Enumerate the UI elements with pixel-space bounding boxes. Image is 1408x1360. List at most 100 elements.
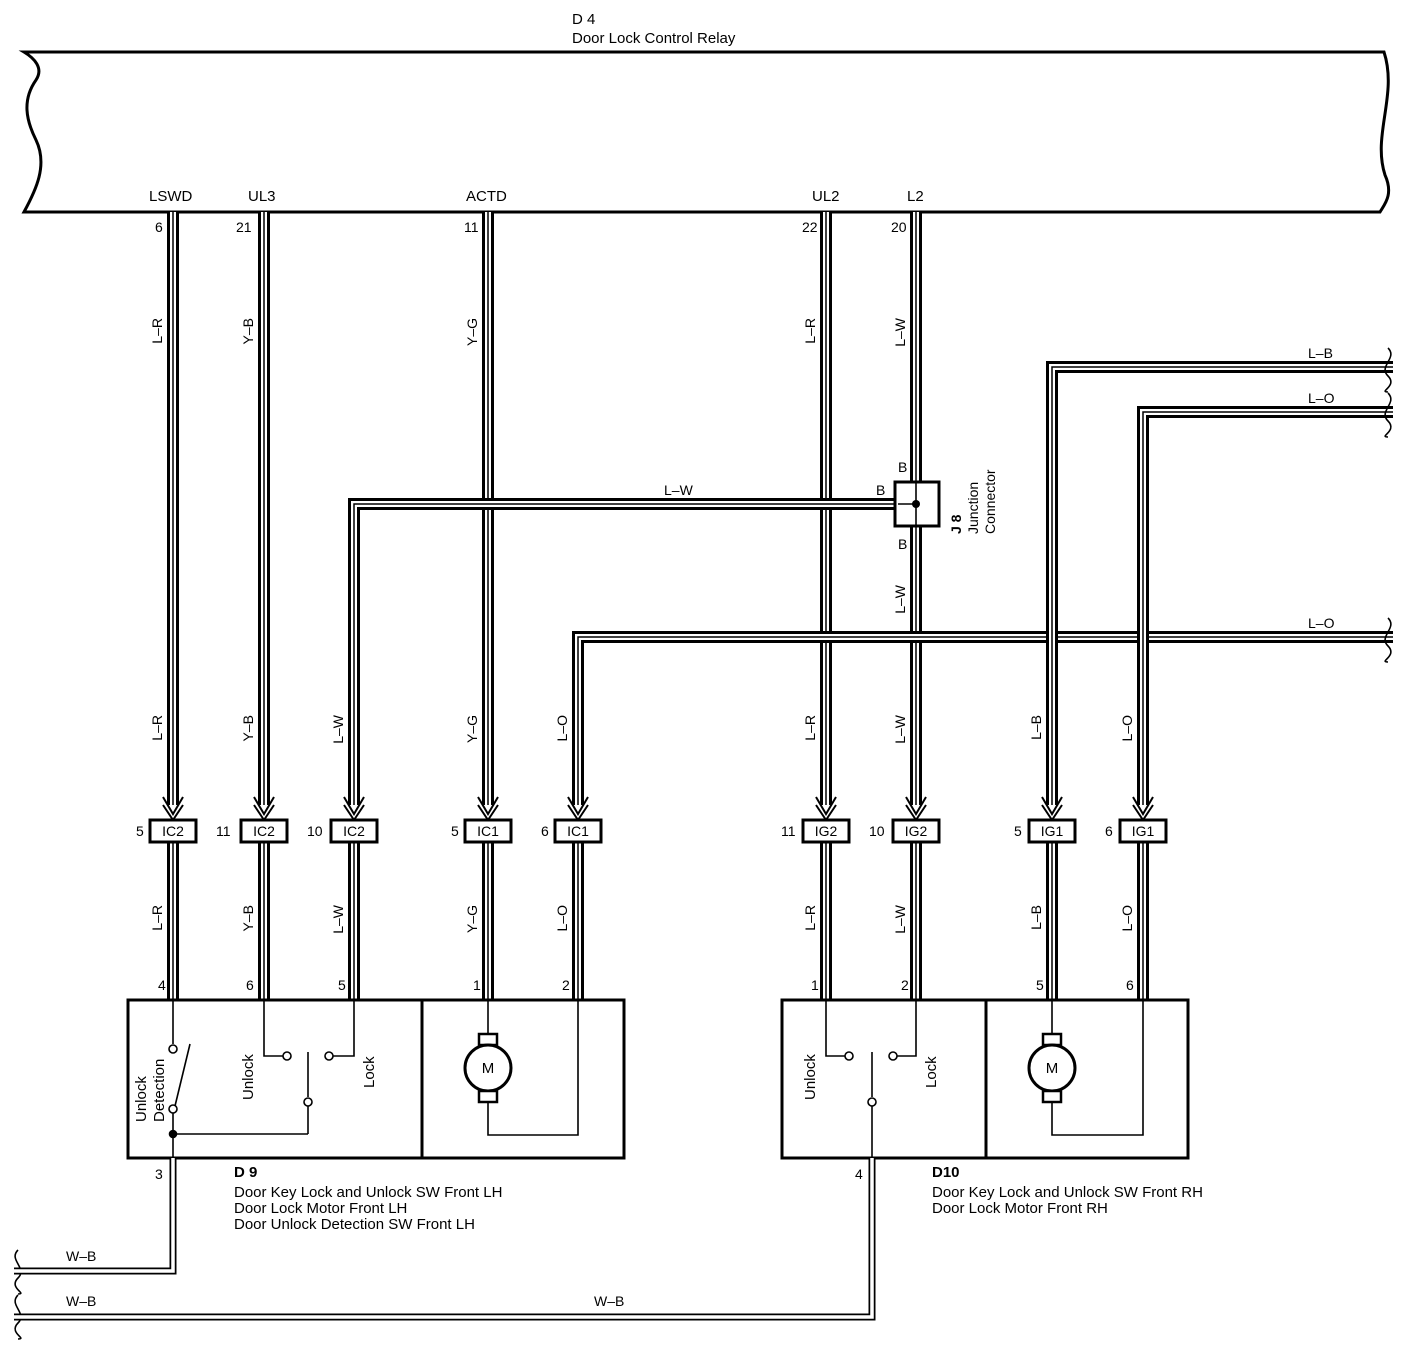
d9-pin-5: 5 bbox=[338, 977, 346, 993]
connector-pin: 10 bbox=[869, 823, 885, 839]
signal-l2: L2 bbox=[907, 188, 924, 205]
junction-pin-left: B bbox=[876, 482, 885, 498]
d10-motor-body bbox=[984, 998, 1190, 1160]
connector-pin: 11 bbox=[216, 823, 231, 839]
wire-label-c6-in: L–R bbox=[802, 715, 818, 741]
wire-lo-mid bbox=[567, 631, 1393, 822]
wire-label-c4-in: Y–G bbox=[464, 715, 480, 743]
d9-switch-body bbox=[126, 998, 424, 1160]
d9-detection-switch bbox=[168, 1000, 308, 1160]
connector-name: IG1 bbox=[1041, 823, 1064, 839]
junction-node bbox=[912, 500, 920, 508]
connector-pin: 11 bbox=[781, 823, 796, 839]
connector-pin: 10 bbox=[307, 823, 323, 839]
wire-label-c4-out: Y–G bbox=[464, 905, 480, 933]
wire-lo-top bbox=[1132, 406, 1393, 822]
connector-ic1-6: IC1 6 bbox=[541, 818, 603, 844]
wire-actd bbox=[477, 212, 499, 822]
wire-lw-branch bbox=[343, 498, 898, 822]
connector-ig1-5: IG1 5 bbox=[1014, 818, 1077, 844]
d10-pin-6: 6 bbox=[1126, 977, 1134, 993]
wire-label-lo-offpage-mid: L–O bbox=[1308, 615, 1335, 631]
d10-switch-body bbox=[780, 998, 988, 1160]
ground-wire-label-lower-mid: W–B bbox=[594, 1293, 624, 1309]
wire-ul2 bbox=[815, 212, 837, 822]
wire-label-c5-out: L–O bbox=[554, 905, 570, 932]
connector-name: IG2 bbox=[905, 823, 928, 839]
wire-label-c2-out: Y–B bbox=[240, 905, 256, 931]
relay-pin-lswd: 6 bbox=[155, 219, 163, 235]
wire-labels-above-connectors: L–R Y–B L–W Y–G L–O L–R L–W L–B L–O bbox=[149, 714, 1135, 744]
wire-label-lb-offpage: L–B bbox=[1308, 345, 1333, 361]
connector-ic2-5: IC2 5 bbox=[136, 818, 198, 844]
d10-code: D10 bbox=[932, 1164, 960, 1181]
wire-label-ul3-top: Y–B bbox=[240, 318, 256, 344]
d10-motor-label: M bbox=[1046, 1060, 1059, 1077]
d10-pin-2: 2 bbox=[901, 977, 909, 993]
d9-line-2: Door Lock Motor Front LH bbox=[234, 1200, 407, 1217]
junction-name-2: Connector bbox=[982, 469, 998, 534]
d10-lock-label: Lock bbox=[923, 1056, 940, 1088]
relay-code: D 4 bbox=[572, 11, 595, 28]
connector-ic2-11: IC2 11 bbox=[216, 818, 289, 844]
wire-label-c8-in: L–B bbox=[1028, 715, 1044, 740]
connector-ic1-5: IC1 5 bbox=[451, 818, 513, 844]
junction-connector-j8: B B B J 8 Junction Connector bbox=[876, 459, 998, 552]
d9-ground-pin: 3 bbox=[155, 1166, 163, 1182]
connector-pin: 5 bbox=[136, 823, 144, 839]
d9-pin-2: 2 bbox=[562, 977, 570, 993]
wire-labels-below-connectors: L–R Y–B L–W Y–G L–O L–R L–W L–B L–O bbox=[149, 904, 1135, 934]
relay-pin-ul3: 21 bbox=[236, 219, 252, 235]
junction-pin-bottom: B bbox=[898, 536, 907, 552]
d10-lock-unlock-switch bbox=[825, 1000, 917, 1160]
wire-label-c9-in: L–O bbox=[1119, 715, 1135, 742]
wire-label-ul2-top: L–R bbox=[802, 318, 818, 344]
junction-name-1: Junction bbox=[965, 482, 981, 534]
wire-label-c1-in: L–R bbox=[149, 715, 165, 741]
d9-lock-label: Lock bbox=[361, 1056, 378, 1088]
d9-line-3: Door Unlock Detection SW Front LH bbox=[234, 1216, 475, 1233]
relay-name: Door Lock Control Relay bbox=[572, 30, 736, 47]
connector-pin: 5 bbox=[451, 823, 459, 839]
d9-pin-4: 4 bbox=[158, 977, 166, 993]
relay-pin-ul2: 22 bbox=[802, 219, 818, 235]
wire-label-c7-in: L–W bbox=[892, 714, 908, 744]
wire-label-c1-out: L–R bbox=[149, 905, 165, 931]
wire-label-l2-mid: L–W bbox=[892, 584, 908, 614]
wire-label-c5-in: L–O bbox=[554, 715, 570, 742]
d9-lock-unlock-switch bbox=[263, 1000, 355, 1134]
d10-line-2: Door Lock Motor Front RH bbox=[932, 1200, 1108, 1217]
wire-label-c2-in: Y–B bbox=[240, 715, 256, 741]
d9-detect-label-2: Detection bbox=[151, 1059, 168, 1122]
inline-connectors: IC2 5 IC2 11 IC2 10 IC1 5 IC1 6 IG2 11 bbox=[136, 818, 1168, 844]
d10-unlock-label: Unlock bbox=[802, 1054, 819, 1100]
connector-name: IC2 bbox=[343, 823, 365, 839]
wire-label-lswd-top: L–R bbox=[149, 318, 165, 344]
d10-line-1: Door Key Lock and Unlock SW Front RH bbox=[932, 1184, 1203, 1201]
d9-code: D 9 bbox=[234, 1164, 257, 1181]
component-d10: 1 2 5 6 Unlock Lock M 4 D10 Door Key Loc… bbox=[780, 977, 1203, 1217]
d9-pin-6: 6 bbox=[246, 977, 254, 993]
connector-ic2-10: IC2 10 bbox=[307, 818, 379, 844]
relay-body bbox=[18, 50, 1391, 214]
ground-wire-label-upper: W–B bbox=[66, 1248, 96, 1264]
relay-d4: D 4 Door Lock Control Relay LSWD UL3 ACT… bbox=[18, 11, 1391, 235]
d10-motor: M bbox=[1027, 1000, 1144, 1136]
wire-label-lw-branch: L–W bbox=[664, 482, 694, 498]
junction-pin-top: B bbox=[898, 459, 907, 475]
ground-wires bbox=[14, 1158, 876, 1321]
relay-pin-actd: 11 bbox=[464, 219, 479, 235]
ground-wire-label-lower-left: W–B bbox=[66, 1293, 96, 1309]
connector-name: IC1 bbox=[567, 823, 589, 839]
connector-name: IG2 bbox=[815, 823, 838, 839]
d9-detect-label-1: Unlock bbox=[133, 1076, 150, 1122]
signal-ul2: UL2 bbox=[812, 188, 840, 205]
connector-ig2-10: IG2 10 bbox=[869, 818, 941, 844]
connector-name: IG1 bbox=[1132, 823, 1155, 839]
d10-pin-1: 1 bbox=[811, 977, 819, 993]
wire-label-l2-top: L–W bbox=[892, 317, 908, 347]
wire-ul3 bbox=[253, 212, 275, 822]
connector-pin: 6 bbox=[541, 823, 549, 839]
connector-pin: 5 bbox=[1014, 823, 1022, 839]
